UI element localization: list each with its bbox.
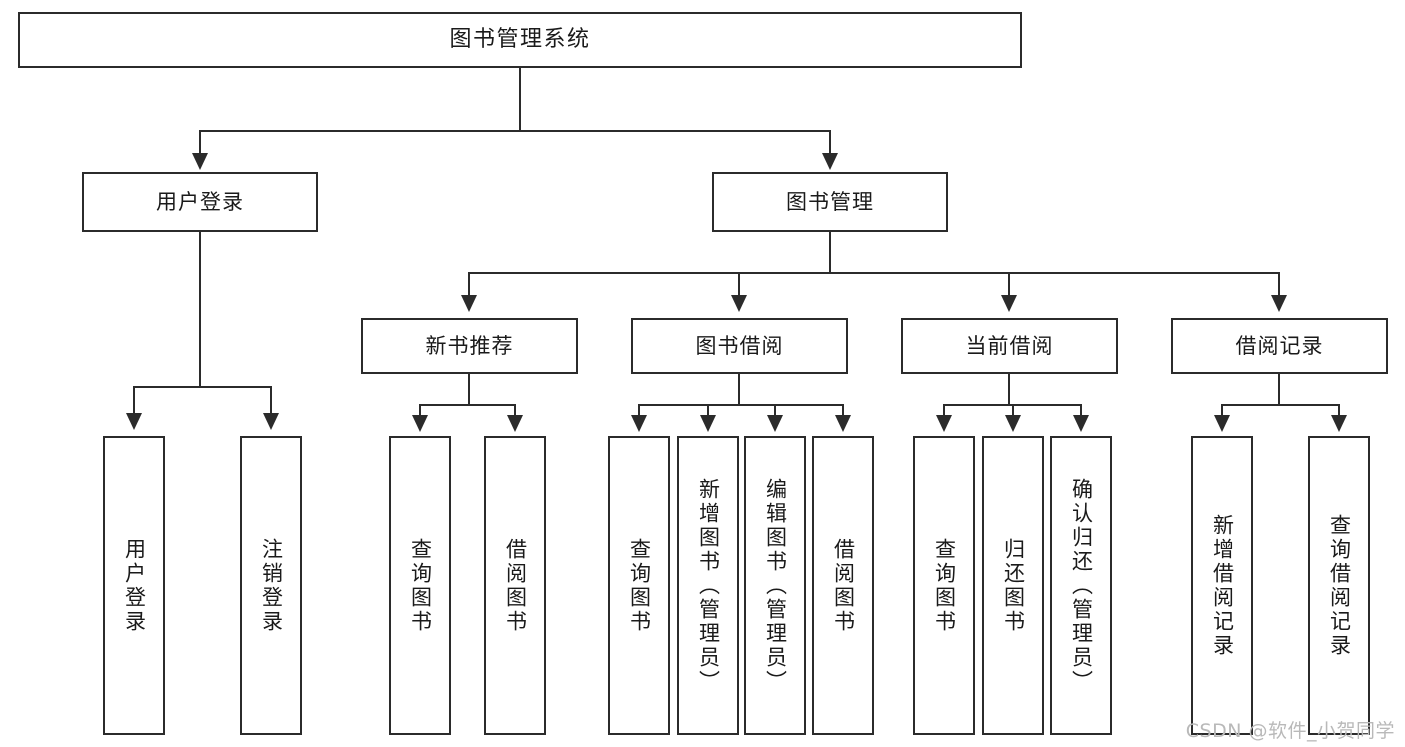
- arrowhead-leaf-new-book-borrow: [507, 415, 523, 432]
- node-label: 用户登录: [122, 537, 147, 634]
- connector-bb-to-leaf4: [842, 404, 844, 416]
- connector-book-management-stem: [829, 232, 831, 272]
- leaf-current-borrow-return[interactable]: 归还图书: [982, 436, 1044, 735]
- node-label: 确认归还（管理员）: [1069, 477, 1094, 694]
- node-label: 新增图书（管理员）: [696, 477, 721, 694]
- arrowhead-book-management: [822, 153, 838, 170]
- connector-cb-to-leaf3: [1080, 404, 1082, 416]
- leaf-user-login-logout[interactable]: 注销登录: [240, 436, 302, 735]
- leaf-new-book-borrow[interactable]: 借阅图书: [484, 436, 546, 735]
- node-label: 借阅图书: [503, 537, 528, 634]
- node-user-login[interactable]: 用户登录: [82, 172, 318, 232]
- node-label: 图书管理: [786, 189, 874, 214]
- node-label: 当前借阅: [965, 333, 1054, 358]
- leaf-book-borrow-add[interactable]: 新增图书（管理员）: [677, 436, 739, 735]
- node-borrow-record[interactable]: 借阅记录: [1171, 318, 1388, 374]
- connector-bm-to-book-borrow: [738, 272, 740, 296]
- connector-br-to-leaf1: [1221, 404, 1223, 416]
- arrowhead-leaf-current-borrow-query: [936, 415, 952, 432]
- connector-current-borrow-stem: [1008, 374, 1010, 404]
- leaf-new-book-query[interactable]: 查询图书: [389, 436, 451, 735]
- connector-bm-to-current-borrow: [1008, 272, 1010, 296]
- watermark-text: CSDN @软件_小贺同学: [1185, 720, 1395, 742]
- arrowhead-leaf-borrow-record-add: [1214, 415, 1230, 432]
- connector-cb-to-leaf2: [1012, 404, 1014, 416]
- arrowhead-user-login: [192, 153, 208, 170]
- arrowhead-leaf-borrow-record-query: [1331, 415, 1347, 432]
- connector-nb-to-leaf1: [419, 404, 421, 416]
- node-label: 查询借阅记录: [1327, 513, 1352, 658]
- connector-user-login-stem: [199, 232, 201, 386]
- connector-br-to-leaf2: [1338, 404, 1340, 416]
- connector-root-stem: [519, 68, 521, 130]
- connector-borrow-record-stem: [1278, 374, 1280, 404]
- connector-user-login-to-leaf2: [270, 386, 272, 414]
- arrowhead-leaf-user-login-login: [126, 413, 142, 430]
- node-label: 用户登录: [156, 189, 244, 214]
- connector-root-to-book-management: [829, 130, 831, 154]
- node-label: 借阅图书: [831, 537, 856, 634]
- arrowhead-leaf-book-borrow-add: [700, 415, 716, 432]
- leaf-book-borrow-borrow[interactable]: 借阅图书: [812, 436, 874, 735]
- arrowhead-leaf-book-borrow-edit: [767, 415, 783, 432]
- connector-bb-to-leaf1: [638, 404, 640, 416]
- leaf-book-borrow-edit[interactable]: 编辑图书（管理员）: [744, 436, 806, 735]
- node-new-book-recommend[interactable]: 新书推荐: [361, 318, 578, 374]
- node-book-borrow[interactable]: 图书借阅: [631, 318, 848, 374]
- arrowhead-leaf-book-borrow-query: [631, 415, 647, 432]
- connector-bm-to-borrow-record: [1278, 272, 1280, 296]
- node-label: 查询图书: [627, 537, 652, 634]
- connector-book-borrow-bus: [638, 404, 844, 406]
- arrowhead-borrow-record: [1271, 295, 1287, 312]
- node-label: 编辑图书（管理员）: [763, 477, 788, 694]
- arrowhead-leaf-book-borrow-borrow: [835, 415, 851, 432]
- connector-new-book-bus: [419, 404, 516, 406]
- node-current-borrow[interactable]: 当前借阅: [901, 318, 1118, 374]
- connector-bb-to-leaf2: [707, 404, 709, 416]
- leaf-current-borrow-query[interactable]: 查询图书: [913, 436, 975, 735]
- connector-bm-to-new-book: [468, 272, 470, 296]
- node-label: 查询图书: [932, 537, 957, 634]
- leaf-book-borrow-query[interactable]: 查询图书: [608, 436, 670, 735]
- connector-book-management-bus: [468, 272, 1280, 274]
- connector-book-borrow-stem: [738, 374, 740, 404]
- connector-borrow-record-bus: [1221, 404, 1338, 406]
- node-label: 图书管理系统: [449, 27, 591, 53]
- arrowhead-leaf-current-borrow-return: [1005, 415, 1021, 432]
- arrowhead-new-book-recommend: [461, 295, 477, 312]
- arrowhead-book-borrow: [731, 295, 747, 312]
- arrowhead-current-borrow: [1001, 295, 1017, 312]
- node-label: 注销登录: [259, 537, 284, 634]
- leaf-borrow-record-query[interactable]: 查询借阅记录: [1308, 436, 1370, 735]
- connector-new-book-stem: [468, 374, 470, 404]
- arrowhead-leaf-new-book-query: [412, 415, 428, 432]
- leaf-borrow-record-add[interactable]: 新增借阅记录: [1191, 436, 1253, 735]
- leaf-current-borrow-confirm-return[interactable]: 确认归还（管理员）: [1050, 436, 1112, 735]
- node-label: 新增借阅记录: [1210, 513, 1235, 658]
- node-label: 归还图书: [1001, 537, 1026, 634]
- node-root-system[interactable]: 图书管理系统: [18, 12, 1022, 68]
- connector-bb-to-leaf3: [774, 404, 776, 416]
- connector-cb-to-leaf1: [943, 404, 945, 416]
- node-book-management[interactable]: 图书管理: [712, 172, 948, 232]
- leaf-user-login-login[interactable]: 用户登录: [103, 436, 165, 735]
- arrowhead-leaf-user-login-logout: [263, 413, 279, 430]
- connector-root-bus: [199, 130, 831, 132]
- node-label: 查询图书: [408, 537, 433, 634]
- node-label: 新书推荐: [425, 333, 514, 358]
- node-label: 图书借阅: [695, 333, 784, 358]
- arrowhead-leaf-current-borrow-confirm: [1073, 415, 1089, 432]
- node-label: 借阅记录: [1235, 333, 1324, 358]
- connector-user-login-bus: [133, 386, 271, 388]
- connector-nb-to-leaf2: [514, 404, 516, 416]
- connector-user-login-to-leaf1: [133, 386, 135, 414]
- connector-root-to-user-login: [199, 130, 201, 154]
